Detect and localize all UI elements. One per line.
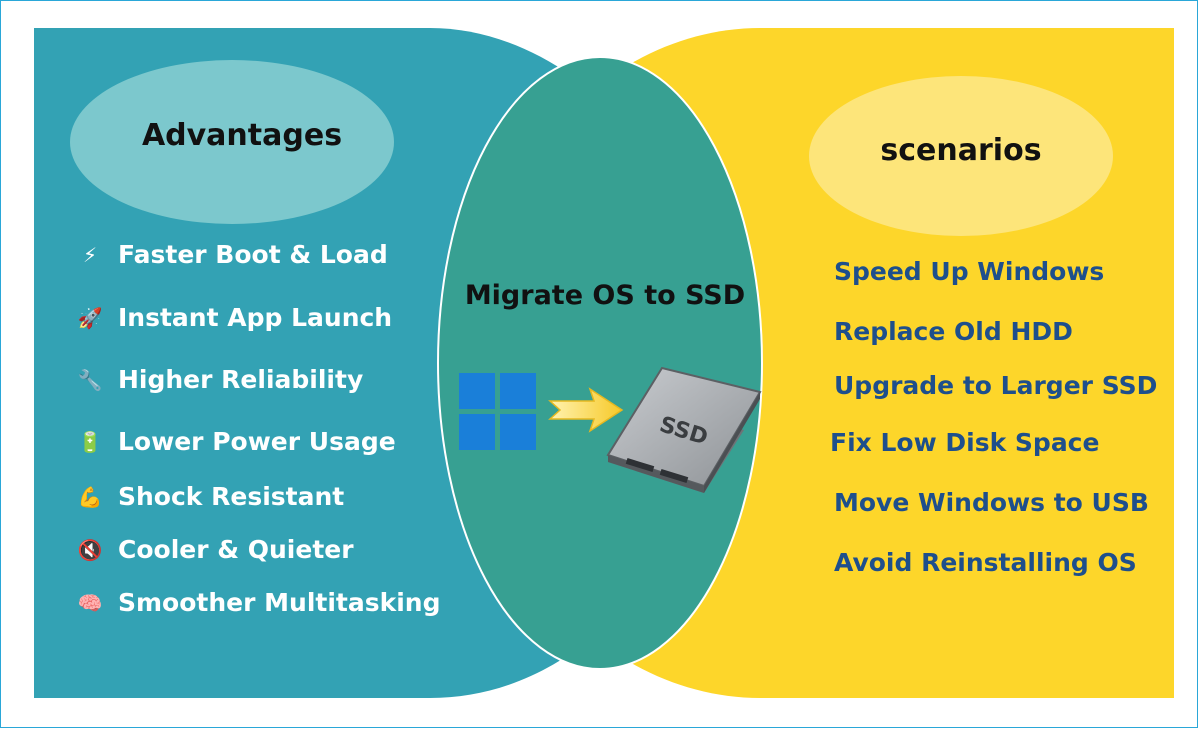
scenario-item: Avoid Reinstalling OS [834,548,1137,577]
overlap-outline [437,56,763,670]
list-item: 🔋 Lower Power Usage [76,427,396,456]
advantages-title: Advantages [141,118,343,153]
battery-icon: 🔋 [77,429,103,454]
advantage-label: Cooler & Quieter [118,535,354,564]
lightning-icon: ⚡ [82,242,98,267]
arrow-right-icon [548,387,624,433]
brain-icon: 🧠 [77,590,103,615]
rocket-icon: 🚀 [77,305,103,330]
scenario-item: Replace Old HDD [834,317,1073,346]
wrench-icon: 🔧 [77,367,103,392]
center-title: Migrate OS to SSD [464,280,746,311]
list-item: 🚀 Instant App Launch [76,303,393,332]
advantage-label: Lower Power Usage [118,427,396,456]
advantage-label: Shock Resistant [118,482,345,511]
windows-logo-icon [459,373,536,450]
muted-speaker-icon: 🔇 [77,537,103,562]
advantage-label: Instant App Launch [118,303,393,332]
scenario-item: Move Windows to USB [834,488,1149,517]
scenario-item: Fix Low Disk Space [830,428,1100,457]
advantage-label: Smoother Multitasking [118,588,441,617]
list-item: 💪 Shock Resistant [76,482,345,511]
list-item: 🔧 Higher Reliability [76,365,364,394]
advantage-label: Faster Boot & Load [118,240,388,269]
advantage-label: Higher Reliability [118,365,364,394]
list-item: 🔇 Cooler & Quieter [76,535,354,564]
scenario-item: Speed Up Windows [834,257,1105,286]
flexed-arm-icon: 💪 [77,484,103,509]
scenario-item: Upgrade to Larger SSD [834,371,1158,400]
list-item: ⚡ Faster Boot & Load [76,240,388,269]
advantages-title-ellipse [70,60,394,224]
ssd-drive-icon: SSD [606,366,762,493]
list-item: 🧠 Smoother Multitasking [76,588,441,617]
scenarios-title: scenarios [880,133,1042,168]
scenarios-title-ellipse [809,76,1113,236]
